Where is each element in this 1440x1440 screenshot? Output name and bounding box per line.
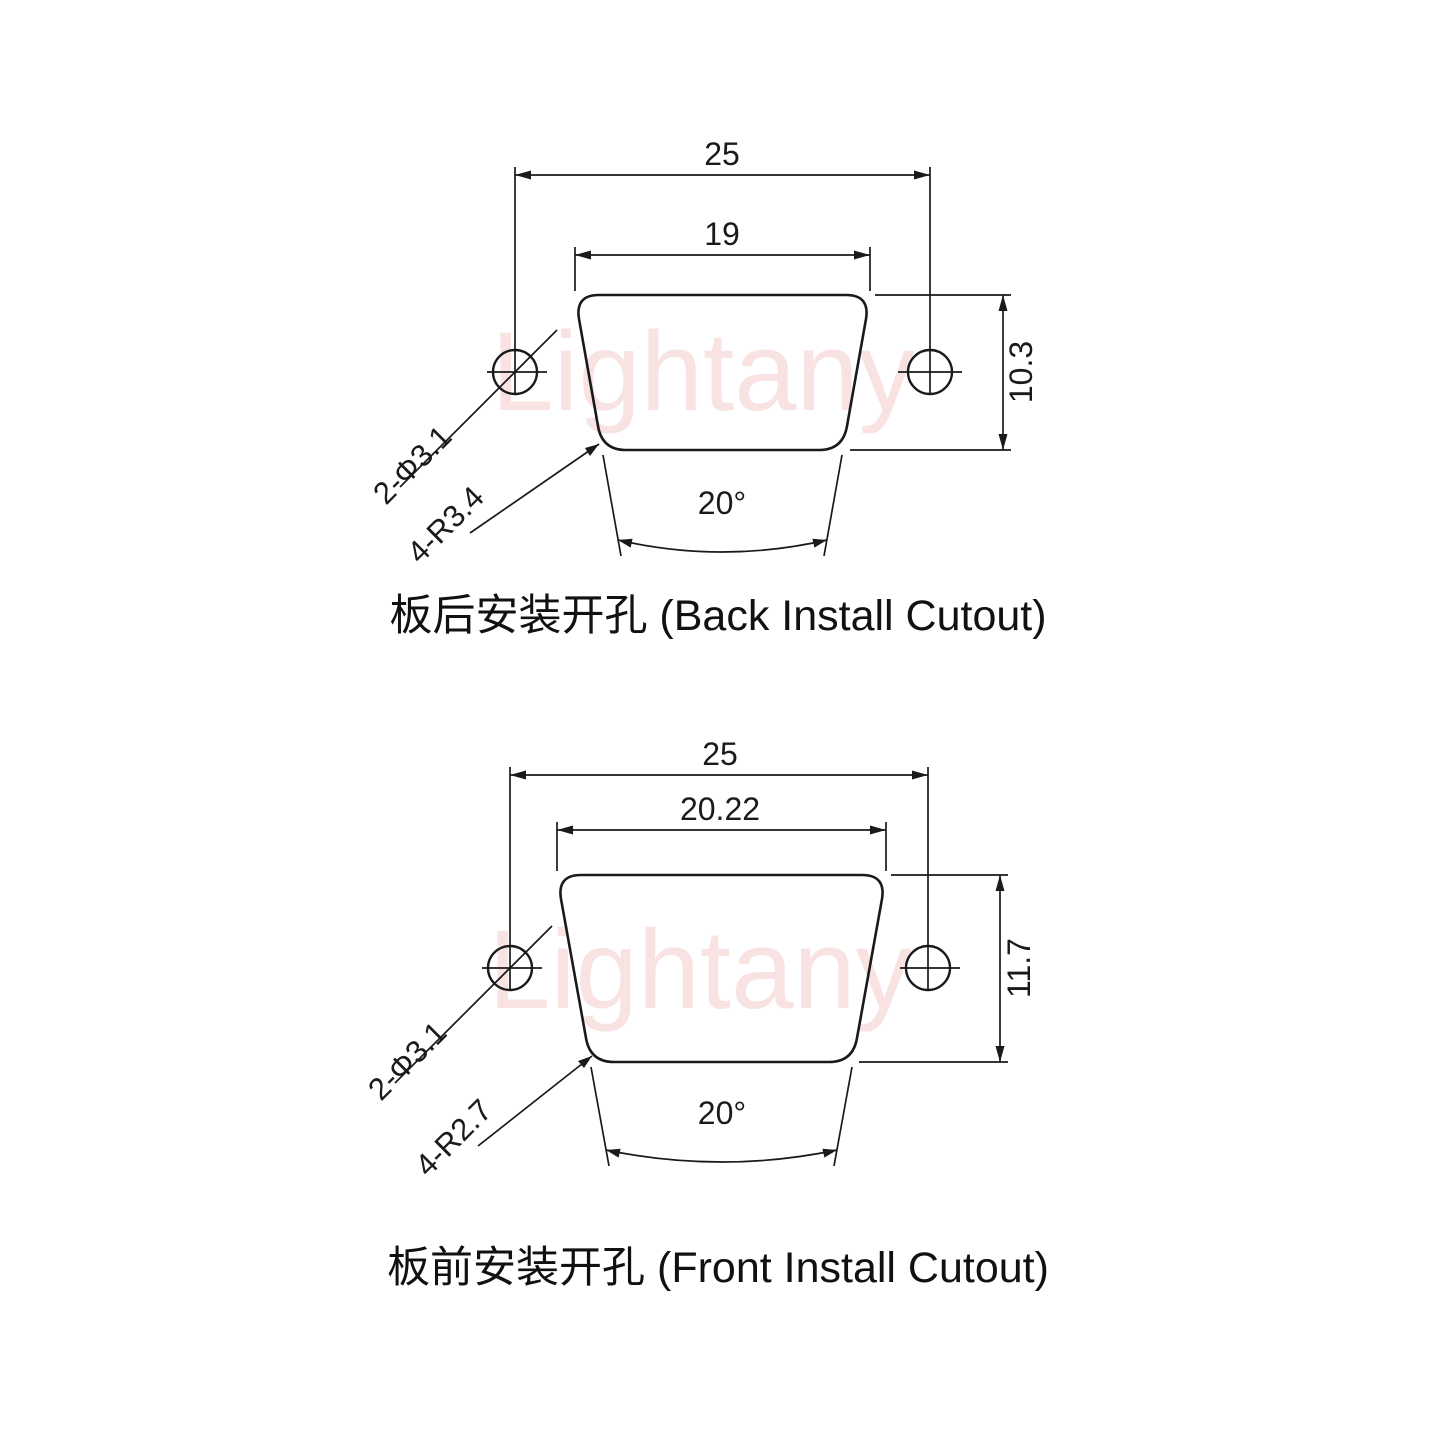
angle-arc <box>617 539 828 553</box>
back-arrowheads <box>515 170 1008 548</box>
front-caption: 板前安装开孔 (Front Install Cutout) <box>387 1244 1049 1292</box>
angle-extension-line <box>833 1066 853 1167</box>
arrowhead <box>822 1148 837 1158</box>
front-left-mount-hole <box>486 944 534 992</box>
arrowhead <box>998 434 1008 450</box>
back-radius-label: 4-R3.4 <box>400 479 491 570</box>
arrowhead <box>914 170 930 180</box>
back-caption: 板后安装开孔 (Back Install Cutout) <box>389 592 1046 640</box>
arrowhead <box>510 770 526 780</box>
arrowhead <box>870 825 886 835</box>
front-dim-outer-width: 25 <box>702 736 738 772</box>
back-right-mount-hole <box>906 348 954 396</box>
leader-line <box>477 1055 593 1147</box>
back-dim-outer-width: 25 <box>704 136 740 172</box>
arrowhead <box>812 538 827 548</box>
arrowhead <box>995 875 1005 891</box>
arrowhead <box>606 1148 621 1158</box>
angle-arc <box>605 1149 838 1163</box>
back-dim-inner-width: 19 <box>704 216 740 252</box>
arrowhead <box>854 250 870 260</box>
arrowhead <box>998 295 1008 311</box>
watermark-bottom: Lightany <box>488 907 911 1032</box>
front-hole-label: 2-Φ3.1 <box>361 1015 453 1107</box>
front-dim-height: 11.7 <box>1001 938 1037 998</box>
front-cutout-outline <box>559 873 884 1064</box>
front-dim-angle: 20° <box>698 1095 746 1131</box>
arrowhead <box>912 770 928 780</box>
arrowhead <box>578 1056 592 1068</box>
angle-extension-line <box>823 454 843 557</box>
angle-extension-line <box>602 454 622 557</box>
arrowhead <box>557 825 573 835</box>
angle-extension-line <box>590 1066 610 1167</box>
back-dim-height: 10.3 <box>1003 341 1039 403</box>
arrowhead <box>515 170 531 180</box>
front-radius-label: 4-R2.7 <box>408 1092 499 1183</box>
arrowhead <box>995 1046 1005 1062</box>
back-left-mount-hole <box>491 348 539 396</box>
back-hole-label: 2-Φ3.1 <box>366 419 458 511</box>
watermark-top: Lightany <box>491 309 914 434</box>
arrowhead <box>618 538 633 548</box>
front-dim-inner-width: 20.22 <box>680 791 760 827</box>
arrowhead <box>575 250 591 260</box>
front-arrowheads <box>510 770 1005 1158</box>
front-extension-lines <box>482 767 1008 1167</box>
front-right-mount-hole <box>904 944 952 992</box>
back-dim-angle: 20° <box>698 485 746 521</box>
leader-line <box>469 443 600 534</box>
back-cutout-outline <box>577 293 868 452</box>
arrowhead <box>585 444 599 456</box>
